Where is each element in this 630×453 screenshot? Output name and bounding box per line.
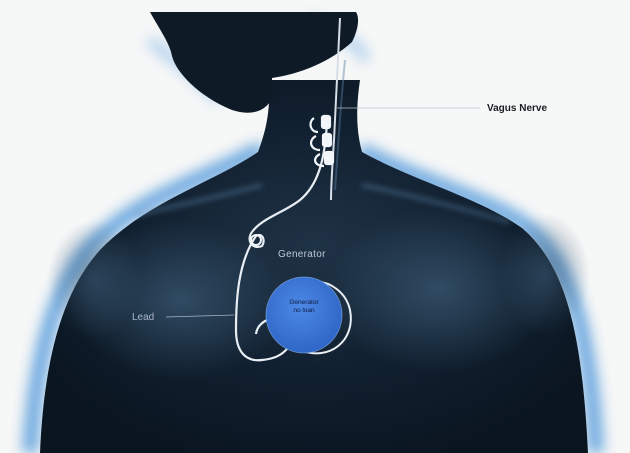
- lead-label: Lead: [132, 312, 154, 323]
- left-shoulder-highlight: [47, 220, 143, 340]
- generator-device-text: Generator no loan: [268, 299, 340, 315]
- generator-label: Generator: [278, 249, 326, 260]
- right-shoulder-highlight: [500, 213, 590, 337]
- vagus-nerve-label: Vagus Nerve: [487, 103, 547, 114]
